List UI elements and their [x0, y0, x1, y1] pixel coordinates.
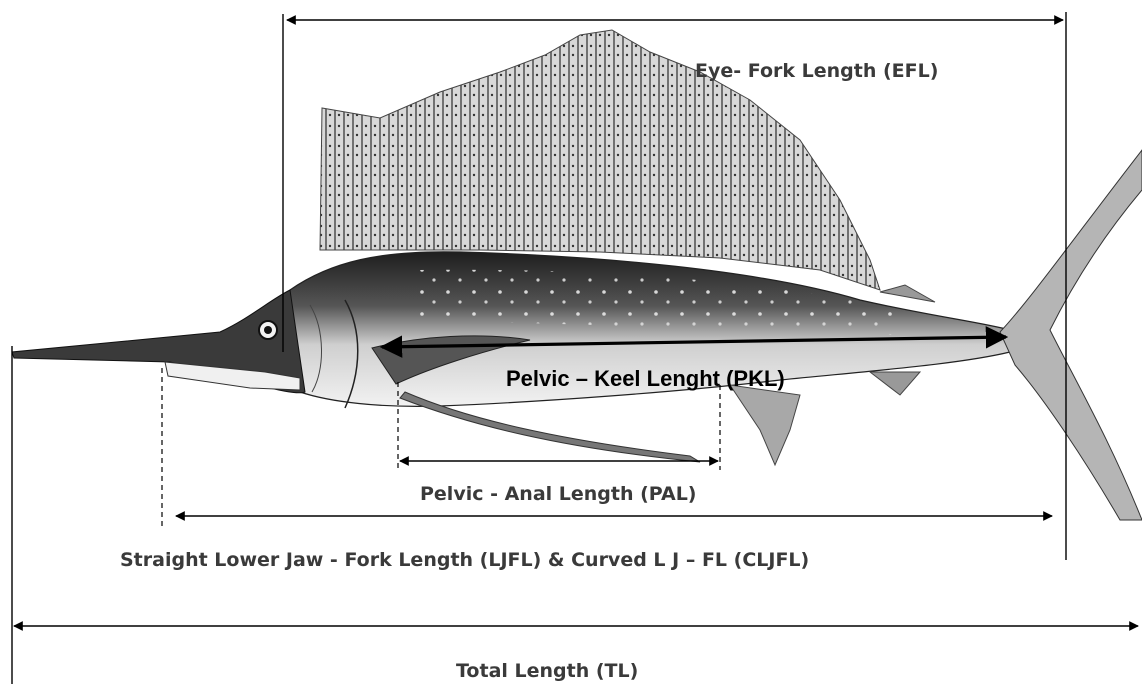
- ljfl-label: Straight Lower Jaw - Fork Length (LJFL) …: [120, 549, 809, 571]
- tl-label: Total Length (TL): [456, 660, 638, 682]
- anal-fin: [730, 385, 800, 465]
- pal-label: Pelvic - Anal Length (PAL): [420, 483, 696, 505]
- sailfish-illustration: [12, 30, 1142, 520]
- pkl-label: Pelvic – Keel Lenght (PKL): [506, 366, 785, 391]
- efl-label: Eye- Fork Length (EFL): [695, 60, 938, 82]
- caudal-tail-fin: [1000, 150, 1142, 520]
